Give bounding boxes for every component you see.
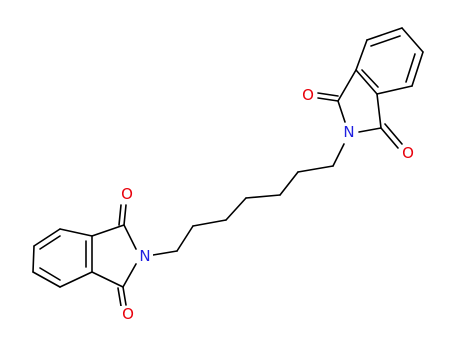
chain-bond	[332, 143, 345, 167]
carbonyl-bond	[123, 204, 127, 226]
carbonyl-bond	[317, 97, 339, 102]
bond	[59, 271, 93, 288]
carbonyl-bond	[118, 204, 122, 226]
bond	[366, 27, 403, 41]
bond	[355, 69, 378, 95]
bond	[59, 228, 93, 237]
oxygen-atom-lower-top: O	[121, 185, 133, 203]
bond-c-n	[337, 100, 346, 123]
bond	[32, 245, 35, 273]
oxygen-atom-lower-bottom: O	[122, 305, 134, 323]
chain-bond	[192, 219, 227, 227]
carbonyl-bond	[317, 92, 339, 97]
bond	[355, 39, 368, 71]
carbonyl-bond	[117, 287, 122, 307]
bond	[337, 69, 357, 102]
bond	[32, 271, 61, 288]
bond-c-n	[358, 127, 382, 133]
chain-bond	[225, 197, 247, 221]
lower-benzene-ring	[32, 228, 93, 288]
double-bond-inner	[370, 35, 401, 47]
carbonyl-bond	[122, 286, 127, 306]
oxygen-atom-upper-right: O	[402, 144, 414, 162]
carbonyl-bond	[380, 127, 399, 149]
double-bond-inner	[405, 53, 416, 83]
bond	[376, 85, 413, 95]
chain-bond	[297, 165, 334, 173]
bond	[33, 228, 61, 247]
bond	[91, 271, 124, 288]
bond-c-n	[122, 263, 137, 288]
chain-bond	[279, 171, 299, 196]
chain-bond	[245, 194, 281, 199]
double-bond-inner	[39, 235, 61, 250]
carbonyl-bond	[384, 123, 403, 145]
atom-labels: N O O N O O	[119, 86, 416, 323]
chain-bond	[176, 225, 194, 252]
oxygen-atom-upper-left: O	[302, 86, 314, 104]
nitrogen-atom-lower: N	[139, 247, 150, 265]
double-bond-inner	[39, 267, 61, 281]
bond	[91, 224, 125, 237]
bond-c-n	[123, 224, 137, 250]
heptyl-chain	[152, 143, 345, 256]
chain-bond	[152, 250, 178, 256]
nitrogen-atom-upper: N	[343, 123, 354, 141]
upper-benzene-ring	[355, 27, 424, 95]
lower-imide-ring	[91, 204, 137, 307]
upper-imide-ring	[317, 69, 403, 149]
bond	[411, 51, 424, 87]
bond	[376, 93, 382, 129]
double-bond-inner	[361, 69, 379, 88]
bond	[401, 27, 424, 53]
